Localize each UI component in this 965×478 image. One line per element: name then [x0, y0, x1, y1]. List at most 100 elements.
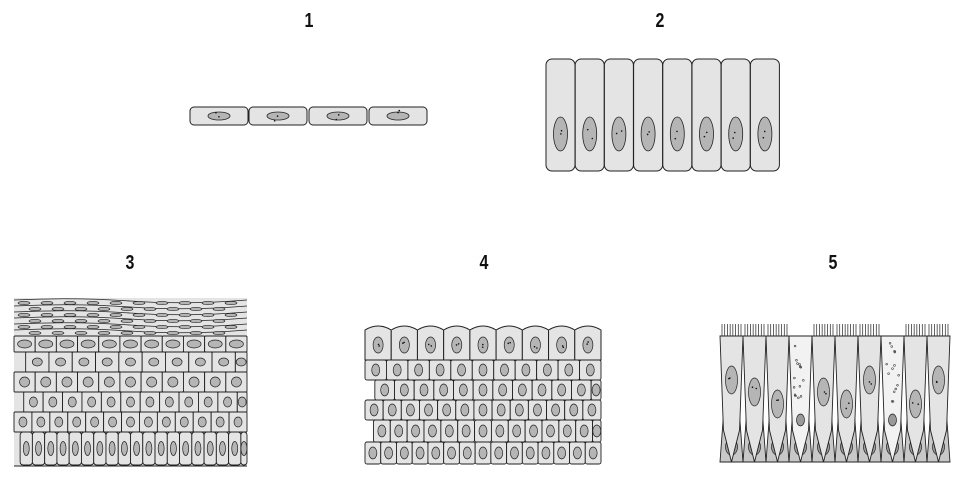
nucleus — [31, 357, 43, 367]
flat-nucleus — [51, 307, 65, 311]
nucleus — [184, 396, 194, 408]
simple-squamous-epithelium — [189, 106, 428, 126]
nucleus — [840, 389, 853, 419]
nucleus — [103, 376, 115, 388]
nucleolus — [676, 130, 678, 133]
flat-nucleus — [212, 307, 226, 311]
nucleus — [424, 403, 433, 417]
nucleus — [543, 363, 552, 377]
nucleus — [533, 403, 542, 417]
nucleus — [392, 363, 402, 377]
nucleolus — [378, 345, 380, 347]
flat-nucleus — [97, 331, 111, 335]
nucleus — [237, 396, 247, 408]
nucleus — [496, 403, 506, 417]
nucleus — [207, 339, 223, 349]
nucleus — [194, 441, 202, 456]
flat-nucleus — [201, 313, 215, 317]
nucleus — [80, 339, 96, 349]
flat-nucleus — [51, 331, 65, 335]
nucleus — [90, 416, 100, 428]
nucleus — [125, 357, 136, 367]
nucleolus — [215, 111, 217, 114]
nucleolus — [755, 387, 758, 390]
nucleus — [611, 116, 627, 152]
nucleus — [461, 424, 471, 438]
nucleolus — [734, 131, 736, 134]
nucleus — [592, 424, 602, 438]
flat-nucleus — [155, 325, 169, 329]
columnar-cell — [749, 58, 780, 172]
nucleus — [551, 403, 560, 417]
columnar-cell — [720, 58, 751, 172]
mucin-granule — [891, 400, 895, 403]
flat-nucleus — [224, 325, 238, 329]
nucleus — [932, 365, 945, 395]
nucleus — [562, 424, 572, 438]
nucleus — [106, 396, 116, 408]
nucleus — [415, 446, 425, 460]
nucleus — [108, 441, 116, 456]
nucleolus — [674, 137, 677, 140]
nucleolus — [615, 132, 618, 135]
nucleus — [537, 383, 547, 397]
nucleus — [579, 424, 589, 438]
flat-nucleus — [120, 307, 134, 311]
nucleus — [512, 424, 522, 438]
nucleus — [478, 446, 488, 460]
nucleus — [55, 357, 66, 367]
nucleus — [182, 441, 190, 456]
nucleolus — [751, 386, 754, 389]
nucleus — [108, 416, 117, 428]
nucleolus — [276, 115, 279, 117]
flat-cell-boundary — [13, 304, 248, 310]
flat-nucleus — [120, 331, 134, 335]
flat-cell-boundary — [13, 316, 248, 322]
columnar-cell — [574, 58, 605, 172]
nucleus — [326, 111, 350, 121]
flat-nucleus — [132, 325, 146, 329]
nucleus — [223, 396, 232, 408]
nucleolus — [398, 109, 401, 112]
nucleolus — [218, 115, 220, 118]
flat-nucleus — [178, 313, 192, 317]
ciliated-columnar-cell — [857, 335, 882, 463]
nucleus — [585, 363, 595, 377]
mucin-granule — [897, 374, 900, 377]
nucleolus — [848, 402, 850, 404]
nucleus — [541, 446, 551, 460]
columnar-cell — [545, 58, 576, 172]
nucleolus — [646, 133, 649, 136]
nucleus — [369, 403, 379, 417]
nucleus — [725, 365, 738, 395]
goblet-cell — [788, 335, 813, 463]
flat-nucleus — [132, 313, 146, 317]
mucin-granule — [799, 366, 803, 369]
nucleus — [888, 413, 897, 427]
nucleolus — [457, 343, 460, 345]
nucleus — [146, 376, 158, 388]
nucleus — [909, 389, 922, 419]
nucleus — [35, 441, 42, 456]
nucleus — [218, 357, 230, 367]
nucleus — [87, 396, 97, 408]
nucleolus — [777, 399, 780, 401]
nucleus — [19, 376, 30, 388]
nucleus — [197, 416, 207, 428]
flat-nucleus — [17, 313, 31, 317]
nucleus — [84, 441, 91, 456]
nucleolus — [936, 381, 938, 384]
nucleus — [171, 357, 183, 367]
nucleolus — [402, 342, 404, 345]
nucleus — [123, 339, 138, 349]
nucleus — [431, 446, 441, 460]
mucin-granule — [890, 400, 894, 403]
nucleus — [425, 336, 436, 354]
nucleus — [144, 339, 160, 349]
nucleus — [61, 376, 73, 388]
nucleus — [796, 413, 805, 427]
nucleolus — [776, 399, 778, 402]
nucleus — [498, 383, 508, 397]
nucleus — [514, 403, 524, 417]
